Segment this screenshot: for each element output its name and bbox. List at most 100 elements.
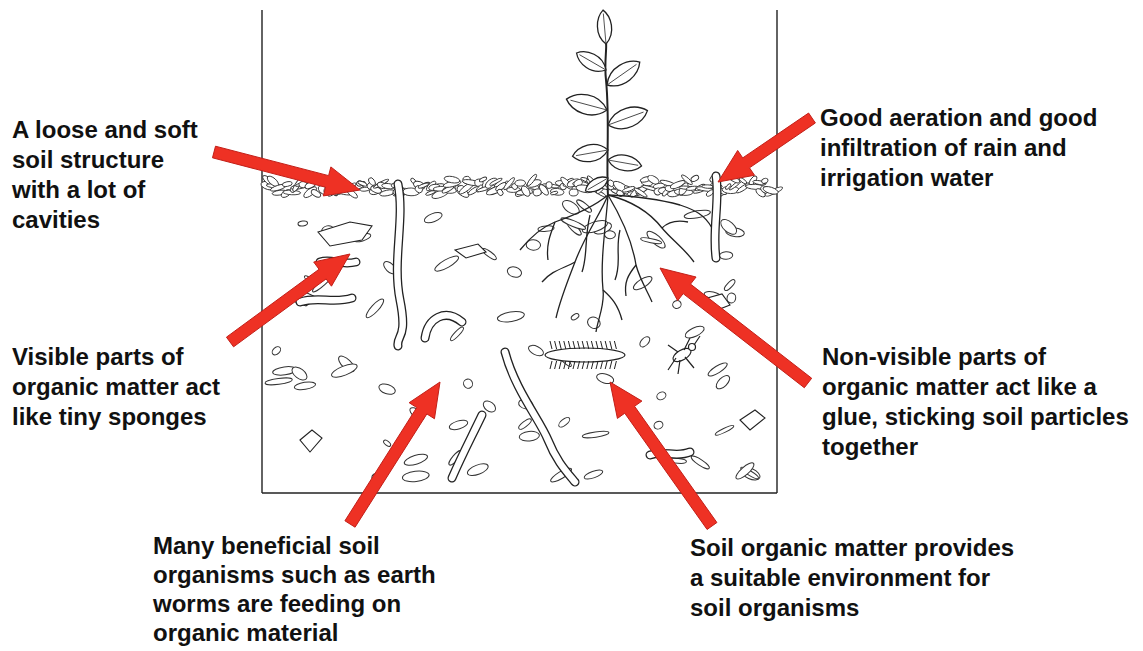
leaf-vein bbox=[607, 64, 636, 85]
box-bottom bbox=[262, 492, 777, 493]
root bbox=[547, 222, 555, 260]
litter-piece bbox=[282, 181, 293, 187]
millipede-leg bbox=[582, 341, 584, 369]
callout-text: Soil organic matter provides a suitable … bbox=[690, 533, 1024, 623]
debris-piece bbox=[378, 382, 397, 396]
worm-outline bbox=[300, 298, 352, 302]
litter-piece bbox=[761, 177, 769, 184]
callout-text: Good aeration and good infiltration of r… bbox=[820, 103, 1120, 193]
debris-piece bbox=[740, 410, 765, 430]
worm-body bbox=[715, 176, 717, 258]
leaf-vein bbox=[576, 150, 608, 156]
worm-outline bbox=[397, 184, 402, 346]
debris-piece bbox=[706, 361, 728, 379]
litter-piece bbox=[444, 175, 461, 184]
millipede-leg bbox=[605, 341, 607, 369]
debris-piece bbox=[298, 220, 308, 226]
leader-arrow bbox=[226, 254, 350, 347]
debris-piece bbox=[294, 381, 316, 391]
worm-body bbox=[300, 298, 352, 302]
box-side bbox=[261, 10, 262, 493]
leaf bbox=[564, 90, 610, 119]
leaf-blade bbox=[583, 173, 611, 196]
debris-piece bbox=[640, 237, 662, 245]
callout-text: Visible parts of organic matter act like… bbox=[12, 342, 242, 432]
soil-animals bbox=[545, 336, 700, 374]
debris-piece bbox=[517, 417, 532, 431]
leaf-vein bbox=[608, 112, 644, 125]
root bbox=[596, 195, 608, 332]
debris-piece bbox=[364, 297, 386, 320]
root bbox=[556, 195, 608, 318]
root bbox=[608, 195, 712, 228]
leaf-blade bbox=[605, 102, 651, 134]
litter-piece bbox=[569, 189, 578, 197]
litter-piece bbox=[762, 185, 779, 196]
debris-piece bbox=[690, 454, 711, 471]
root bbox=[603, 290, 622, 320]
debris-piece bbox=[423, 210, 443, 224]
leaf bbox=[596, 10, 613, 45]
debris-piece bbox=[683, 324, 705, 341]
worm-body bbox=[452, 415, 482, 478]
millipede-leg bbox=[614, 341, 616, 369]
worm-body bbox=[505, 352, 575, 482]
litter-piece bbox=[357, 180, 367, 187]
millipede-leg bbox=[568, 341, 570, 369]
root bbox=[662, 221, 688, 228]
debris-piece bbox=[671, 299, 682, 310]
debris-piece bbox=[383, 439, 392, 448]
debris-piece bbox=[462, 377, 474, 389]
debris-piece bbox=[638, 335, 652, 349]
callout-text: A loose and soft soil structure with a l… bbox=[12, 115, 209, 235]
millipede-leg bbox=[573, 341, 575, 369]
leader-arrow bbox=[718, 113, 815, 182]
worm-outline bbox=[452, 415, 482, 478]
debris-piece bbox=[449, 326, 465, 342]
litter-piece bbox=[479, 176, 488, 183]
leaf-vein bbox=[608, 160, 638, 165]
leaf-blade bbox=[607, 152, 643, 173]
litter-piece bbox=[690, 174, 700, 182]
leaf-blade bbox=[573, 46, 610, 76]
debris-piece bbox=[723, 278, 736, 292]
debris-piece bbox=[714, 424, 734, 437]
plant-stem bbox=[605, 42, 608, 196]
leaf-vein bbox=[570, 100, 607, 110]
litter-piece bbox=[546, 182, 552, 189]
worm-outline bbox=[715, 176, 717, 258]
root bbox=[608, 195, 652, 302]
soil-box bbox=[262, 10, 777, 493]
plant-roots bbox=[520, 195, 712, 332]
debris-piece bbox=[402, 470, 430, 483]
debris-piece bbox=[604, 230, 615, 239]
leaf-vein bbox=[579, 55, 606, 70]
debris-piece bbox=[448, 418, 469, 431]
worm-outline bbox=[505, 352, 575, 482]
debris-piece bbox=[433, 253, 460, 273]
leader-arrow bbox=[212, 146, 360, 196]
leaf bbox=[571, 142, 609, 165]
leader-arrow bbox=[660, 268, 812, 388]
debris-piece bbox=[570, 313, 580, 322]
debris-piece bbox=[466, 461, 490, 478]
leader-arrow bbox=[610, 382, 717, 529]
leaf-blade bbox=[602, 55, 645, 93]
insect-legs bbox=[668, 336, 700, 374]
debris-piece bbox=[519, 430, 540, 442]
leaf-vein bbox=[588, 178, 608, 190]
box-side bbox=[776, 10, 777, 493]
leaf bbox=[605, 102, 651, 134]
leaf bbox=[583, 173, 611, 196]
worm-body bbox=[397, 184, 402, 346]
debris-piece bbox=[527, 343, 545, 358]
debris-piece bbox=[719, 251, 733, 259]
millipede-leg bbox=[610, 341, 612, 369]
millipede-leg bbox=[550, 341, 552, 369]
debris-piece bbox=[506, 265, 523, 279]
millipede-leg bbox=[555, 341, 557, 369]
debris-piece bbox=[300, 430, 322, 452]
litter-piece bbox=[515, 180, 526, 187]
millipede-leg bbox=[591, 341, 593, 369]
